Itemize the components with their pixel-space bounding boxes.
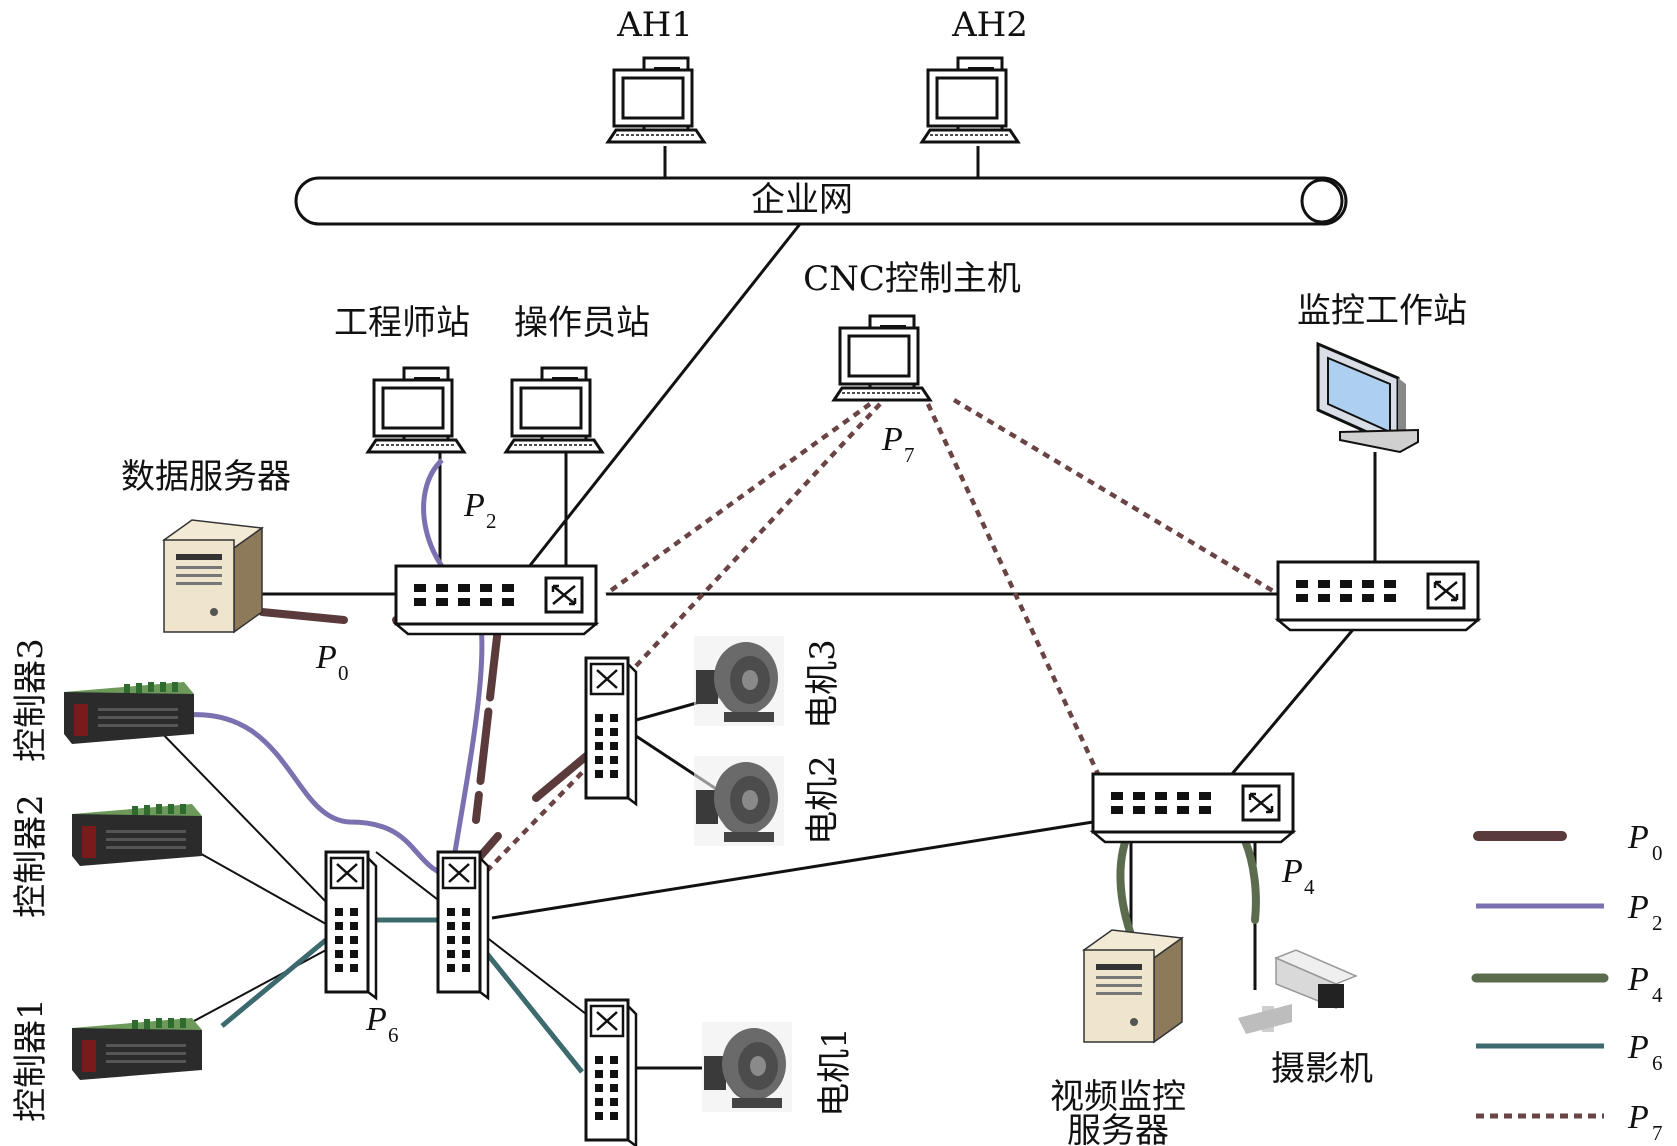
switch-controllers-right-icon[interactable] bbox=[436, 850, 490, 1000]
ah1-label: AH1 bbox=[616, 5, 693, 45]
video-server-label-line1: 视频监控 bbox=[1050, 1077, 1186, 1117]
switch-main-icon[interactable] bbox=[394, 564, 598, 636]
svg-text:6: 6 bbox=[388, 1023, 399, 1047]
legend-item-p0: P 0 bbox=[1473, 819, 1663, 865]
engineer-station-label: 工程师站 bbox=[334, 303, 470, 343]
operator-station-label: 操作员站 bbox=[514, 303, 650, 343]
switch-motors-upper-icon[interactable] bbox=[584, 656, 638, 806]
motor1-label: 电机1 bbox=[815, 1027, 855, 1117]
svg-text:P: P bbox=[1627, 819, 1649, 856]
legend-item-p7: P 7 bbox=[1476, 1099, 1663, 1145]
switch-video-icon[interactable] bbox=[1091, 772, 1295, 844]
svg-text:2: 2 bbox=[1652, 911, 1663, 935]
controller2-icon[interactable] bbox=[72, 804, 202, 866]
enterprise-network-bus bbox=[294, 176, 1348, 226]
data-server-label: 数据服务器 bbox=[121, 457, 291, 497]
legend: P 0 P 2 P 4 P 6 P 7 bbox=[1471, 819, 1663, 1145]
legend-item-p2: P 2 bbox=[1476, 889, 1663, 935]
path-p7-lines bbox=[476, 398, 1280, 882]
controller3-label: 控制器3 bbox=[11, 638, 51, 762]
motor3-label: 电机3 bbox=[803, 639, 843, 729]
monitor-station-label: 监控工作站 bbox=[1297, 291, 1467, 331]
path-label-p7: P 7 bbox=[881, 421, 915, 467]
engineer-station-computer-icon[interactable] bbox=[366, 366, 466, 454]
svg-text:0: 0 bbox=[338, 661, 349, 685]
svg-text:P: P bbox=[1627, 1099, 1649, 1136]
motor2-label: 电机2 bbox=[803, 755, 843, 845]
path-p6-line bbox=[220, 917, 584, 1074]
monitor-station-lcd-icon[interactable] bbox=[1316, 341, 1419, 454]
svg-text:7: 7 bbox=[904, 443, 915, 467]
svg-text:7: 7 bbox=[1652, 1121, 1663, 1145]
svg-text:P: P bbox=[463, 487, 485, 524]
legend-item-p4: P 4 bbox=[1471, 961, 1663, 1007]
operator-station-computer-icon[interactable] bbox=[504, 366, 604, 454]
legend-item-p6: P 6 bbox=[1476, 1029, 1663, 1075]
surveillance-camera-icon[interactable] bbox=[1238, 949, 1358, 1034]
enterprise-network-label: 企业网 bbox=[751, 180, 853, 220]
video-server-label-line2: 服务器 bbox=[1067, 1111, 1169, 1146]
path-label-p2: P 2 bbox=[463, 487, 497, 533]
controller1-icon[interactable] bbox=[72, 1018, 202, 1080]
cnc-host-label: CNC控制主机 bbox=[803, 259, 1021, 299]
path-label-p6: P 6 bbox=[365, 1001, 399, 1047]
svg-text:6: 6 bbox=[1652, 1051, 1663, 1075]
svg-text:P: P bbox=[315, 639, 337, 676]
ah2-computer-icon[interactable] bbox=[920, 56, 1020, 144]
svg-text:P: P bbox=[881, 421, 903, 458]
motor1-icon[interactable] bbox=[702, 1022, 792, 1112]
svg-text:2: 2 bbox=[486, 509, 497, 533]
camera-label: 摄影机 bbox=[1271, 1049, 1373, 1089]
switch-monitor-icon[interactable] bbox=[1276, 560, 1480, 632]
svg-text:0: 0 bbox=[1652, 841, 1663, 865]
controller2-label: 控制器2 bbox=[11, 794, 51, 918]
svg-text:P: P bbox=[1627, 1029, 1649, 1066]
data-server-icon[interactable] bbox=[163, 519, 263, 633]
path-p2-lower bbox=[175, 712, 457, 881]
motor2-icon[interactable] bbox=[694, 756, 784, 846]
ah1-computer-icon[interactable] bbox=[606, 56, 706, 144]
ah2-label: AH2 bbox=[951, 5, 1028, 45]
video-server-icon[interactable] bbox=[1083, 929, 1183, 1043]
svg-text:P: P bbox=[365, 1001, 387, 1038]
controller3-icon[interactable] bbox=[64, 682, 194, 744]
switch-motor1-icon[interactable] bbox=[584, 998, 638, 1146]
svg-text:4: 4 bbox=[1304, 875, 1315, 899]
svg-text:P: P bbox=[1627, 961, 1649, 998]
svg-text:P: P bbox=[1281, 853, 1303, 890]
network-links bbox=[262, 223, 1377, 1070]
motor3-icon[interactable] bbox=[694, 636, 784, 726]
path-label-p4: P 4 bbox=[1281, 853, 1315, 899]
path-label-p0: P 0 bbox=[315, 639, 349, 685]
svg-text:P: P bbox=[1627, 889, 1649, 926]
svg-text:4: 4 bbox=[1652, 983, 1663, 1007]
switch-controllers-left-icon[interactable] bbox=[324, 850, 378, 1000]
path-p0-lines bbox=[258, 608, 600, 872]
controller1-label: 控制器1 bbox=[11, 998, 51, 1122]
cnc-host-computer-icon[interactable] bbox=[832, 314, 932, 402]
